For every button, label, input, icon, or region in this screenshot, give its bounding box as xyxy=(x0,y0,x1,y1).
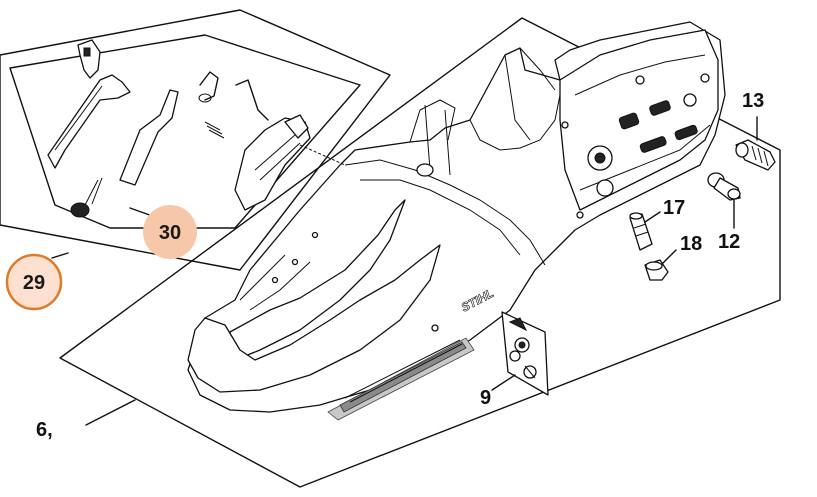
leader-9 xyxy=(491,374,516,391)
leader-6 xyxy=(85,399,136,426)
kit-30-frame xyxy=(9,34,361,229)
callout-18[interactable]: 18 xyxy=(680,233,702,255)
badge-29[interactable]: 29 xyxy=(5,253,63,311)
bottom-plate-strip xyxy=(327,337,475,421)
callout-17[interactable]: 17 xyxy=(663,197,685,219)
part-13-stud xyxy=(735,116,776,171)
badge-30[interactable]: 30 xyxy=(143,205,197,259)
part-17-sleeve xyxy=(629,211,661,251)
leader-29 xyxy=(51,252,69,259)
assembly-6-frame xyxy=(59,17,781,488)
spring-icon xyxy=(70,177,103,218)
badge-29-label: 29 xyxy=(23,272,45,294)
callout-12[interactable]: 12 xyxy=(718,231,740,253)
callout-9[interactable]: 9 xyxy=(480,387,491,409)
housing-body: STIHL xyxy=(187,21,726,413)
callout-6[interactable]: 6, xyxy=(36,419,53,441)
callout-13[interactable]: 13 xyxy=(742,90,764,112)
part-12-screw xyxy=(707,172,741,229)
kit-30-parts xyxy=(47,39,346,218)
part-18-cap xyxy=(644,249,677,281)
badge-30-label: 30 xyxy=(159,222,181,244)
warning-decal xyxy=(501,311,549,396)
kit-29-frame xyxy=(0,9,391,271)
